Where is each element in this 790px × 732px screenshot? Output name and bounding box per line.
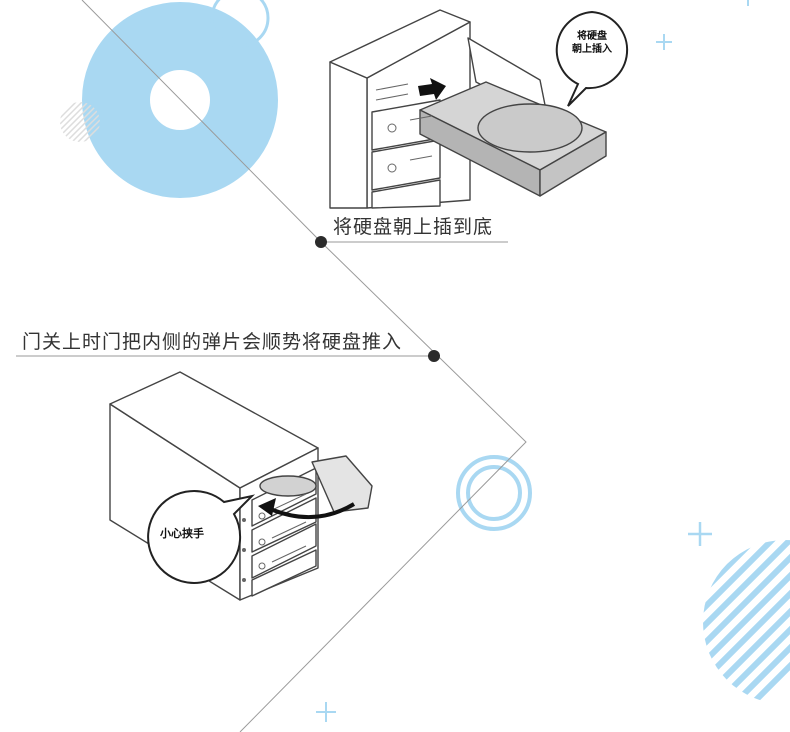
speech-bubble-1-line-1: 将硬盘	[577, 31, 607, 42]
blue-donut	[82, 2, 278, 198]
bay	[371, 139, 441, 191]
speech-bubble-1-text: 将硬盘 朝上插入	[563, 31, 621, 56]
double-ring-inner	[466, 465, 522, 521]
bay	[371, 179, 441, 209]
plus-sign-icon	[316, 702, 336, 722]
speech-bubble-2	[147, 489, 256, 584]
drive-platter	[259, 475, 317, 497]
caution-curve-arrow-icon	[258, 498, 356, 519]
speech-bubble-1	[555, 10, 629, 107]
speech-bubble-2-text: 小心挟手	[160, 527, 204, 540]
ring-icon	[210, 0, 270, 48]
guide-lines	[16, 0, 527, 732]
plus-sign-icon	[688, 522, 712, 546]
bay	[251, 497, 317, 553]
hard-drive-end	[539, 131, 607, 197]
bay	[251, 523, 317, 579]
door-panel	[311, 455, 373, 513]
step-1-caption: 将硬盘朝上插到底	[333, 216, 494, 238]
insert-arrow-icon	[418, 78, 446, 100]
enclosure-top	[329, 9, 471, 79]
step-2-caption: 门关上时门把内侧的弹片会顺势将硬盘推入	[22, 331, 403, 353]
hatch-circle	[60, 102, 100, 142]
hard-drive-platter	[477, 103, 583, 153]
double-ring-outer	[456, 455, 532, 531]
bay	[251, 549, 317, 597]
guide-dot	[428, 350, 440, 362]
plus-sign-icon	[656, 34, 672, 50]
guide-dot	[315, 236, 327, 248]
speech-bubble-1-line-2: 朝上插入	[572, 43, 612, 55]
